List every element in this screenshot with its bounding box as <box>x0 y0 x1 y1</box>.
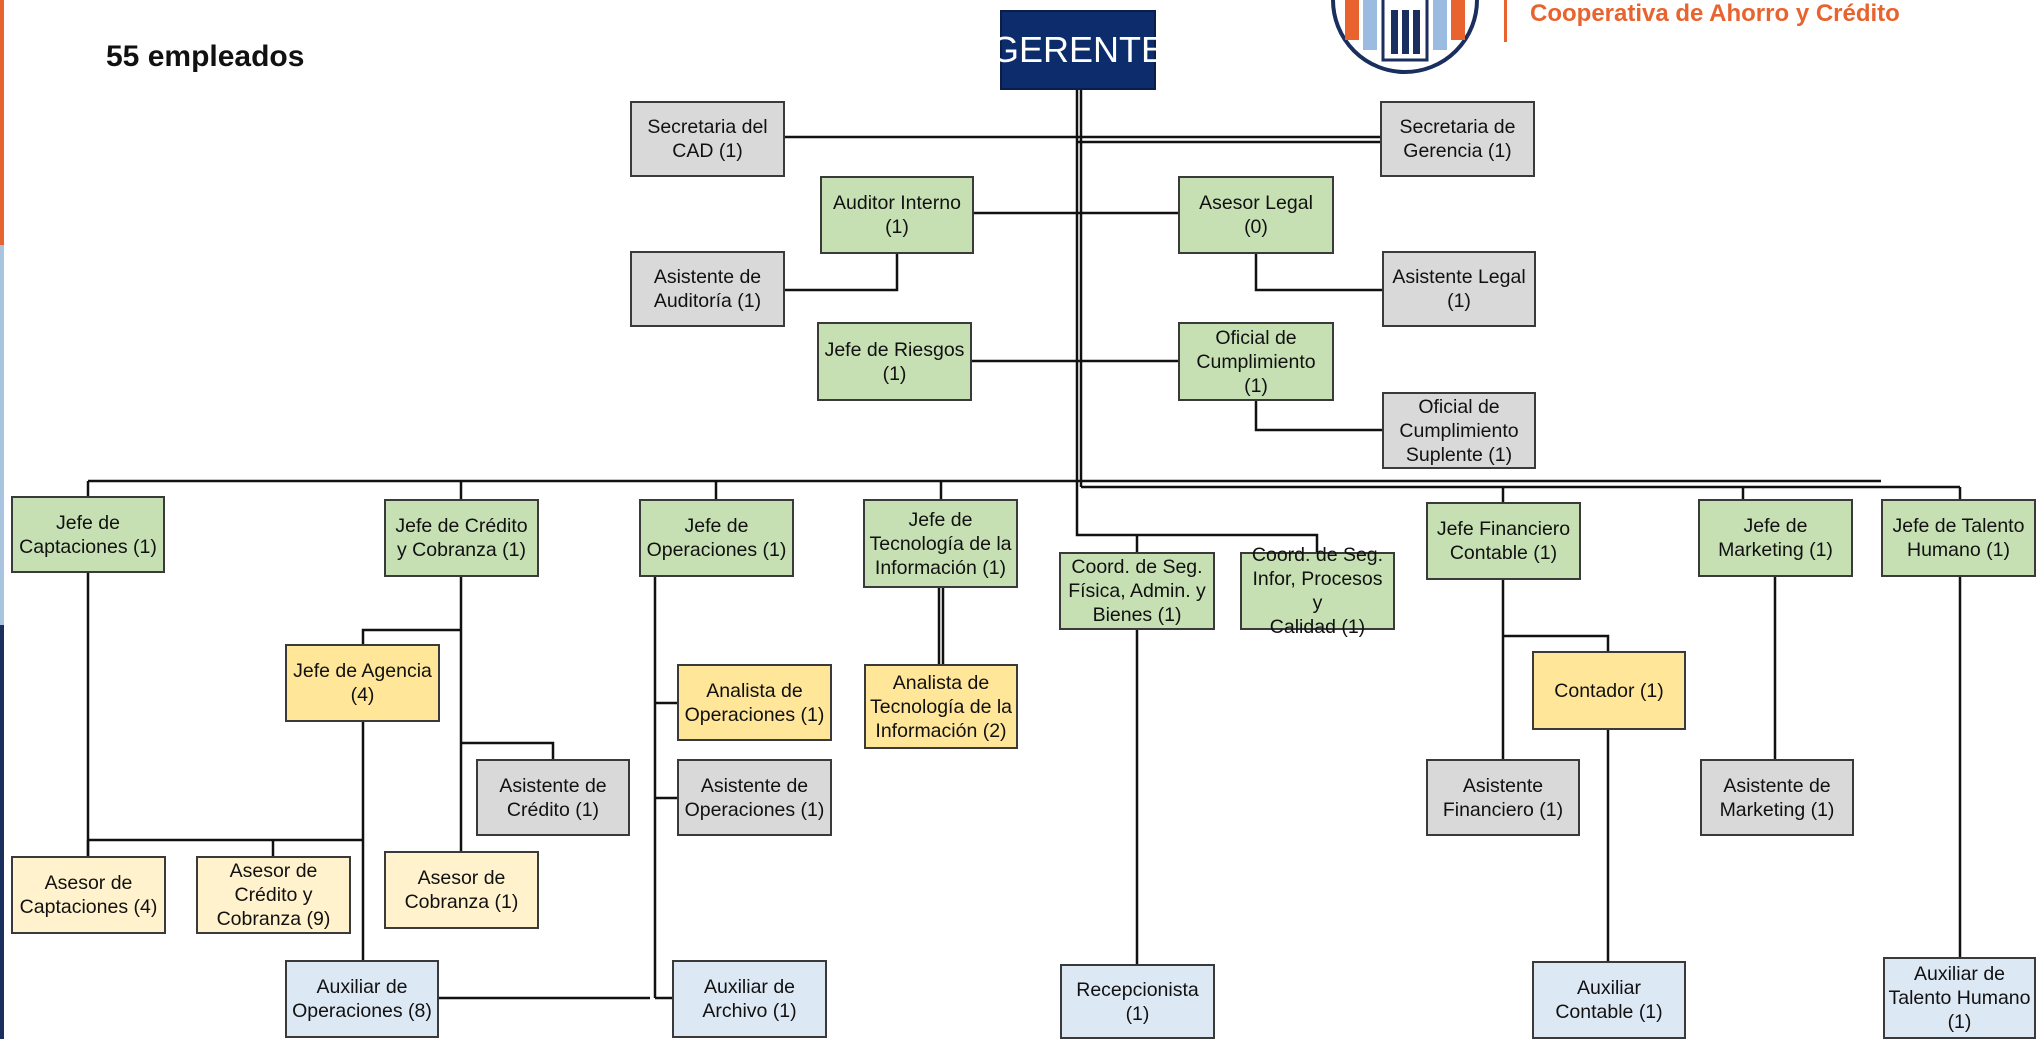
node-auditor-interno: Auditor Interno (1) <box>820 176 974 254</box>
node-coord-seg-infor: Coord. de Seg. Infor, Procesos y Calidad… <box>1240 544 1395 638</box>
left-edge-accent-blue <box>0 245 4 625</box>
node-jefe-financiero: Jefe Financiero Contable (1) <box>1426 502 1581 580</box>
node-asistente-auditoria: Asistente de Auditoría (1) <box>630 251 785 327</box>
node-coord-seg-fisica: Coord. de Seg. Física, Admin. y Bienes (… <box>1059 552 1215 630</box>
node-jefe-captaciones: Jefe de Captaciones (1) <box>11 496 165 573</box>
node-jefe-operaciones: Jefe de Operaciones (1) <box>639 499 794 577</box>
cooperative-logo-icon <box>1331 0 1479 74</box>
node-jefe-tecnologia: Jefe de Tecnología de la Información (1) <box>863 499 1018 588</box>
node-asistente-credito: Asistente de Crédito (1) <box>476 759 630 836</box>
node-asesor-captaciones: Asesor de Captaciones (4) <box>11 856 166 934</box>
node-asistente-marketing: Asistente de Marketing (1) <box>1700 759 1854 836</box>
node-jefe-riesgos: Jefe de Riesgos (1) <box>817 322 972 401</box>
node-analista-operaciones: Analista de Operaciones (1) <box>677 664 832 741</box>
node-secretaria-gerencia: Secretaria de Gerencia (1) <box>1380 101 1535 177</box>
node-oficial-cumplimiento-suplente: Oficial de Cumplimiento Suplente (1) <box>1382 392 1536 469</box>
left-edge-accent <box>0 0 4 245</box>
node-auxiliar-contable: Auxiliar Contable (1) <box>1532 961 1686 1039</box>
node-asesor-cobranza: Asesor de Cobranza (1) <box>384 851 539 929</box>
node-asistente-financiero: Asistente Financiero (1) <box>1426 759 1580 836</box>
node-asesor-legal: Asesor Legal (0) <box>1178 176 1334 254</box>
node-analista-tecnologia: Analista de Tecnología de la Información… <box>864 664 1018 749</box>
node-recepcionista: Recepcionista (1) <box>1060 964 1215 1039</box>
left-edge-accent-navy <box>0 625 4 1039</box>
node-auxiliar-archivo: Auxiliar de Archivo (1) <box>672 960 827 1038</box>
node-contador: Contador (1) <box>1532 651 1686 730</box>
brand-divider <box>1504 0 1507 42</box>
node-oficial-cumplimiento: Oficial de Cumplimiento (1) <box>1178 322 1334 401</box>
org-name: Cooperativa de Ahorro y Crédito <box>1530 0 1900 27</box>
employee-count: 55 empleados <box>106 40 305 73</box>
node-asistente-operaciones: Asistente de Operaciones (1) <box>677 759 832 836</box>
node-jefe-agencia: Jefe de Agencia (4) <box>285 644 440 722</box>
node-gerente: GERENTE <box>991 10 1165 90</box>
node-asistente-legal: Asistente Legal (1) <box>1382 251 1536 327</box>
node-jefe-talento: Jefe de Talento Humano (1) <box>1881 499 2036 577</box>
node-auxiliar-operaciones: Auxiliar de Operaciones (8) <box>285 960 439 1038</box>
node-asesor-credito: Asesor de Crédito y Cobranza (9) <box>196 856 351 934</box>
node-auxiliar-talento: Auxiliar de Talento Humano (1) <box>1883 957 2036 1039</box>
node-secretaria-cad: Secretaria del CAD (1) <box>630 101 785 177</box>
node-jefe-credito: Jefe de Crédito y Cobranza (1) <box>384 499 539 577</box>
node-jefe-marketing: Jefe de Marketing (1) <box>1698 499 1853 577</box>
